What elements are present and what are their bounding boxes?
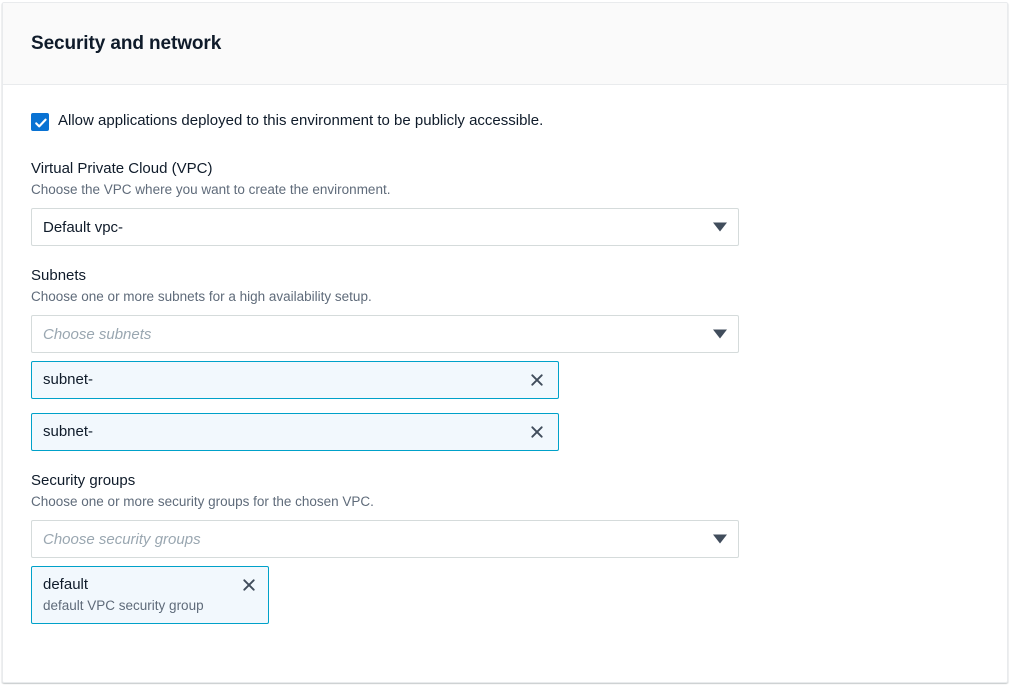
- subnets-token-list: subnet- subnet-: [31, 361, 979, 451]
- token-description: default VPC security group: [43, 598, 204, 613]
- subnets-label: Subnets: [31, 267, 87, 284]
- security-groups-placeholder: Choose security groups: [43, 530, 201, 548]
- public-access-label[interactable]: Allow applications deployed to this envi…: [58, 112, 544, 129]
- token-label: default: [43, 576, 89, 593]
- subnets-placeholder: Choose subnets: [43, 325, 152, 343]
- token-label: subnet-: [43, 423, 94, 440]
- security-groups-field: Security groups Choose one or more secur…: [31, 471, 979, 624]
- subnets-field: Subnets Choose one or more subnets for a…: [31, 266, 979, 451]
- public-access-row[interactable]: Allow applications deployed to this envi…: [31, 111, 979, 131]
- security-groups-description: Choose one or more security groups for t…: [31, 494, 374, 509]
- vpc-label: Virtual Private Cloud (VPC): [31, 160, 213, 177]
- panel-body: Allow applications deployed to this envi…: [3, 85, 1007, 624]
- security-groups-token-list: default default VPC security group: [31, 566, 979, 624]
- close-icon[interactable]: [527, 370, 547, 390]
- security-groups-multiselect[interactable]: Choose security groups: [31, 520, 739, 558]
- vpc-description: Choose the VPC where you want to create …: [31, 182, 391, 197]
- chevron-down-icon: [713, 222, 727, 232]
- close-icon[interactable]: [527, 422, 547, 442]
- subnets-multiselect[interactable]: Choose subnets: [31, 315, 739, 353]
- token-label: subnet-: [43, 371, 94, 388]
- chevron-down-icon: [713, 329, 727, 339]
- checkmark-icon: [35, 118, 47, 128]
- page-title: Security and network: [31, 32, 222, 54]
- subnets-description: Choose one or more subnets for a high av…: [31, 289, 372, 304]
- token-item: subnet-: [31, 361, 559, 399]
- vpc-field: Virtual Private Cloud (VPC) Choose the V…: [31, 159, 979, 246]
- token-item: subnet-: [31, 413, 559, 451]
- public-access-checkbox[interactable]: [31, 113, 49, 131]
- chevron-down-icon: [713, 534, 727, 544]
- vpc-selected-value: Default vpc-: [43, 218, 124, 236]
- panel-header: Security and network: [3, 3, 1007, 85]
- security-groups-label: Security groups: [31, 472, 136, 489]
- vpc-select[interactable]: Default vpc-: [31, 208, 739, 246]
- token-item: default default VPC security group: [31, 566, 269, 624]
- close-icon[interactable]: [239, 575, 259, 595]
